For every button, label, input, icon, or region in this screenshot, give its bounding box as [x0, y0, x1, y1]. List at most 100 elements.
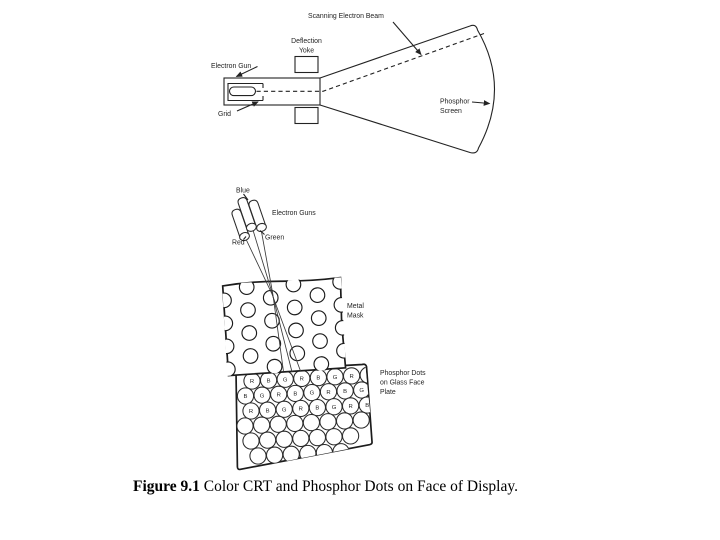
- phosphor-dot: [249, 447, 267, 465]
- green-label-leader: [259, 230, 265, 235]
- figure-caption-number: Figure 9.1: [133, 478, 200, 495]
- phosphor-dot-letter: R: [250, 379, 254, 385]
- phosphor-dot: [265, 446, 284, 464]
- mask-hole: [222, 292, 232, 309]
- phosphor-dot-letter: G: [260, 393, 265, 399]
- mask-hole: [288, 322, 304, 339]
- scanning-beam-leader-arrow: [392, 21, 422, 56]
- mask-hole: [240, 302, 256, 318]
- grid-label: Grid: [218, 111, 231, 118]
- deflection-yoke-bottom-coil: [294, 106, 319, 125]
- metal-mask-label-line2: Mask: [347, 313, 364, 320]
- red-gun-barrel: [231, 208, 250, 239]
- scanning-beam-label: Scanning Electron Beam: [308, 13, 384, 20]
- phosphor-dot-letter: B: [293, 392, 297, 398]
- mask-hole: [265, 335, 282, 352]
- red-gun-muzzle: [239, 231, 250, 242]
- figure-caption-text: Color CRT and Phosphor Dots on Face of D…: [199, 478, 518, 495]
- mask-hole: [310, 310, 327, 327]
- phosphor-dot: [319, 413, 337, 431]
- electron-beams: [244, 228, 301, 373]
- phosphor-dot-letter: G: [283, 377, 288, 383]
- phosphor-dot: [275, 430, 293, 448]
- metal-mask-label-line1: Metal: [347, 303, 364, 310]
- phosphor-dots-label-line3: Plate: [380, 389, 396, 396]
- mask-hole: [262, 289, 279, 306]
- phosphor-dot-letter: G: [333, 375, 338, 381]
- crt-neck: [223, 77, 321, 106]
- phosphor-screen-label-line2: Screen: [440, 108, 462, 115]
- crt-funnel-outline: [319, 24, 496, 154]
- grid-box: [227, 82, 264, 102]
- mask-hole: [334, 319, 347, 336]
- phosphor-screen-label-line1: Phosphor: [440, 99, 470, 106]
- phosphor-dot-letter: B: [266, 408, 270, 414]
- phosphor-dot-letter: B: [343, 389, 347, 395]
- mask-hole: [289, 345, 306, 362]
- mask-hole: [241, 325, 258, 341]
- phosphor-dot: [236, 417, 254, 435]
- phosphor-dot: [325, 428, 343, 446]
- phosphor-dot-letter: R: [249, 409, 253, 415]
- electron-gun-leader-arrow: [235, 66, 258, 77]
- electron-gun-label: Electron Gun: [211, 63, 251, 70]
- phosphor-dot: [341, 427, 360, 445]
- figure-caption: Figure 9.1 Color CRT and Phosphor Dots o…: [0, 478, 651, 496]
- blue-gun-barrel: [237, 197, 257, 230]
- mask-hole: [285, 277, 302, 293]
- phosphor-dot-letter: B: [244, 394, 248, 400]
- phosphor-dot-letter: R: [326, 390, 330, 396]
- mask-hole: [309, 287, 326, 304]
- phosphor-dot: [282, 445, 300, 463]
- green-gun-muzzle: [256, 222, 267, 233]
- mask-hole: [332, 277, 347, 290]
- phosphor-screen-leader-arrow: [471, 100, 491, 106]
- phosphor-dot: [292, 429, 310, 448]
- blue-gun-label: Blue: [236, 188, 250, 195]
- phosphor-dot-letter: B: [267, 378, 271, 384]
- phosphor-dot: [252, 416, 271, 434]
- phosphor-dot-letter: B: [365, 403, 369, 409]
- phosphor-dot: [299, 444, 317, 463]
- phosphor-dot: [335, 412, 354, 430]
- phosphor-dot-letter: B: [315, 406, 319, 412]
- phosphor-dot-letter: B: [316, 376, 320, 382]
- green-gun-barrel: [248, 199, 267, 230]
- phosphor-dot-letter: R: [349, 374, 353, 380]
- phosphor-dot-letter: R: [299, 407, 303, 413]
- mask-hole: [222, 338, 235, 355]
- mask-hole: [313, 356, 330, 372]
- electron-gun-cathode: [228, 86, 257, 97]
- electron-guns-label: Electron Guns: [272, 210, 316, 217]
- mask-hole: [222, 315, 234, 332]
- phosphor-dot-letter: G: [282, 407, 287, 413]
- mask-hole: [266, 358, 283, 375]
- mask-hole: [286, 299, 303, 316]
- crt-tube-diagram: Scanning Electron Beam Deflection Yoke E…: [211, 13, 496, 154]
- red-gun-label: Red: [232, 240, 245, 247]
- phosphor-dots-label-line2: on Glass Face: [380, 380, 425, 387]
- phosphor-dot-letter: G: [332, 405, 337, 411]
- mask-hole: [242, 348, 259, 364]
- phosphor-dot: [258, 431, 277, 449]
- phosphor-dot: [242, 432, 260, 450]
- green-gun-label: Green: [265, 235, 284, 242]
- phosphor-dot-letter: R: [300, 377, 304, 383]
- electron-guns: [231, 197, 267, 242]
- mask-hole: [336, 342, 347, 359]
- red-label-leader: [243, 236, 247, 240]
- phosphor-dots-label-line1: Phosphor Dots: [380, 370, 426, 377]
- mask-hole: [312, 333, 328, 349]
- phosphor-dot-letter: R: [277, 392, 281, 398]
- phosphor-dot: [352, 411, 370, 429]
- phosphor-dot: [308, 428, 327, 447]
- phosphor-dot: [286, 414, 304, 433]
- blue-gun-muzzle: [245, 222, 257, 232]
- phosphor-dot-letter: G: [359, 388, 364, 394]
- phosphor-dot: [269, 415, 287, 433]
- deflection-yoke-label-line2: Yoke: [299, 48, 314, 55]
- blue-label-leader: [243, 193, 249, 201]
